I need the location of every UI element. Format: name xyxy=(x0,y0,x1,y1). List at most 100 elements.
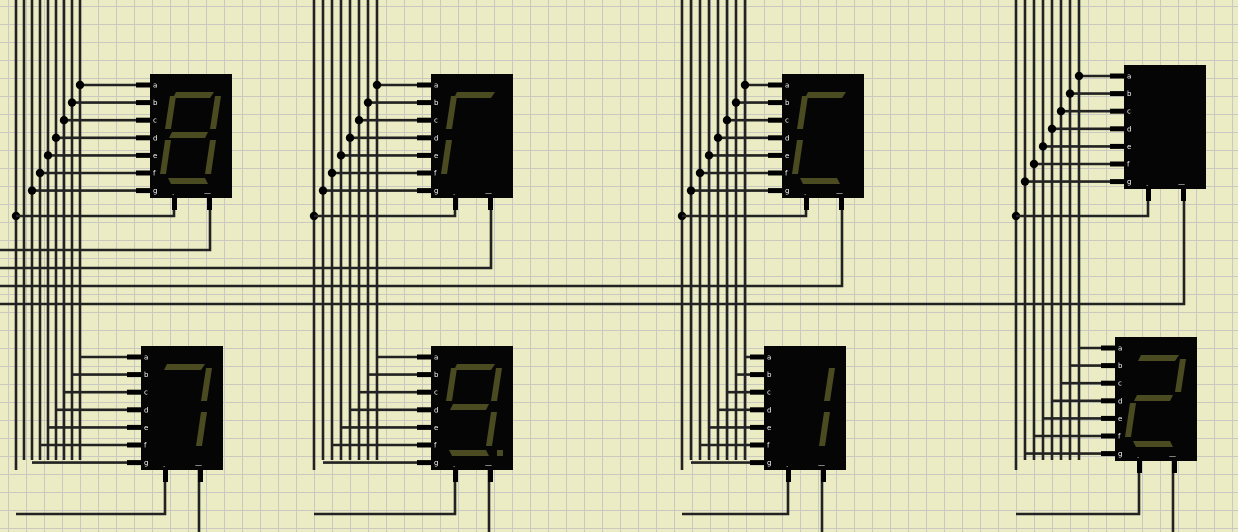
pin-label: c xyxy=(1118,380,1122,388)
pin-stub xyxy=(750,354,764,360)
segment-b xyxy=(824,368,835,401)
segment-a xyxy=(805,92,846,98)
pin-label: g xyxy=(434,459,438,467)
pin-label: e xyxy=(767,424,771,432)
pin-label: g xyxy=(144,459,148,467)
pin-stub xyxy=(750,460,764,466)
wire-junction xyxy=(27,186,37,195)
pin-label: a xyxy=(153,82,157,90)
pin-stub xyxy=(417,424,431,430)
pin-label: f xyxy=(767,442,770,450)
wire-junction xyxy=(1047,124,1057,133)
pin-label: e xyxy=(144,424,148,432)
pin-stub xyxy=(127,372,141,378)
pin-stub xyxy=(768,188,782,194)
pin-stub xyxy=(127,407,141,413)
dp-pin xyxy=(804,198,809,210)
display-body xyxy=(764,346,846,470)
components: abcdefg.—abcdefg.—abcdefg.—abcdefg.—abcd… xyxy=(127,65,1206,482)
pin-stub xyxy=(127,442,141,448)
segment-a xyxy=(1138,355,1179,361)
pin-label: f xyxy=(1127,161,1130,169)
common-label: — xyxy=(485,189,492,197)
pin-stub xyxy=(136,152,150,158)
pin-label: e xyxy=(785,152,789,160)
segment-d xyxy=(800,178,840,184)
pin-stub xyxy=(136,188,150,194)
pin-label: e xyxy=(1127,143,1131,151)
pin-stub xyxy=(1101,451,1115,457)
segment-g xyxy=(450,404,489,410)
pin-label: f xyxy=(434,170,437,178)
pin-label: b xyxy=(144,371,149,379)
segment-d xyxy=(168,178,208,184)
display-body xyxy=(1124,65,1206,189)
segment-b xyxy=(491,368,502,401)
pin-stub xyxy=(127,354,141,360)
dp-wire xyxy=(16,470,167,516)
pin-label: f xyxy=(785,170,788,178)
segment-c xyxy=(205,140,216,174)
dp-label: . xyxy=(453,461,455,469)
segment-f xyxy=(165,96,176,129)
pin-stub xyxy=(417,135,431,141)
pin-label: d xyxy=(785,134,789,142)
segment-e xyxy=(1125,403,1136,437)
pin-stub xyxy=(1101,380,1115,386)
pin-stub xyxy=(768,170,782,176)
pin-stub xyxy=(1110,73,1124,79)
dp-pin xyxy=(786,470,791,482)
pin-stub xyxy=(417,82,431,88)
wire-junction xyxy=(1065,89,1075,98)
wire-junction xyxy=(345,133,355,142)
pin-label: d xyxy=(767,406,771,414)
segment-b xyxy=(201,368,212,401)
segment-a xyxy=(164,364,205,370)
pin-label: g xyxy=(434,187,438,195)
pin-label: a xyxy=(785,82,789,90)
dp-wire xyxy=(1016,461,1141,516)
pin-stub xyxy=(127,460,141,466)
dp-pin xyxy=(163,470,168,482)
dp-label: . xyxy=(1137,452,1139,460)
pin-label: b xyxy=(434,99,439,107)
pin-label: d xyxy=(153,134,157,142)
pin-stub xyxy=(417,170,431,176)
wire-junction xyxy=(372,80,382,90)
wire-junction xyxy=(713,133,723,142)
common-pin xyxy=(839,198,844,210)
segment-e xyxy=(441,140,452,174)
wire-junction xyxy=(59,116,69,125)
common-label: — xyxy=(836,189,843,197)
common-pin xyxy=(198,470,203,482)
common-wire xyxy=(0,189,1186,306)
pin-stub xyxy=(1110,126,1124,132)
pin-stub xyxy=(417,152,431,158)
segment-b xyxy=(1175,359,1186,392)
wire-junction xyxy=(318,186,328,195)
wire-junction xyxy=(1038,142,1048,151)
dp-label: . xyxy=(786,461,788,469)
segment-dp xyxy=(497,450,503,456)
pin-label: a xyxy=(767,354,771,362)
pin-stub xyxy=(417,389,431,395)
common-label: — xyxy=(1169,452,1176,460)
pin-label: a xyxy=(1118,345,1122,353)
common-pin xyxy=(207,198,212,210)
segment-g xyxy=(1134,395,1173,401)
pin-stub xyxy=(136,170,150,176)
pin-label: f xyxy=(434,442,437,450)
segment-e xyxy=(160,140,171,174)
common-pin xyxy=(488,198,493,210)
segment-c xyxy=(819,412,830,446)
pin-label: b xyxy=(1127,90,1132,98)
wire-junction xyxy=(1020,177,1030,186)
wire-junction xyxy=(722,116,732,125)
pin-label: e xyxy=(434,424,438,432)
